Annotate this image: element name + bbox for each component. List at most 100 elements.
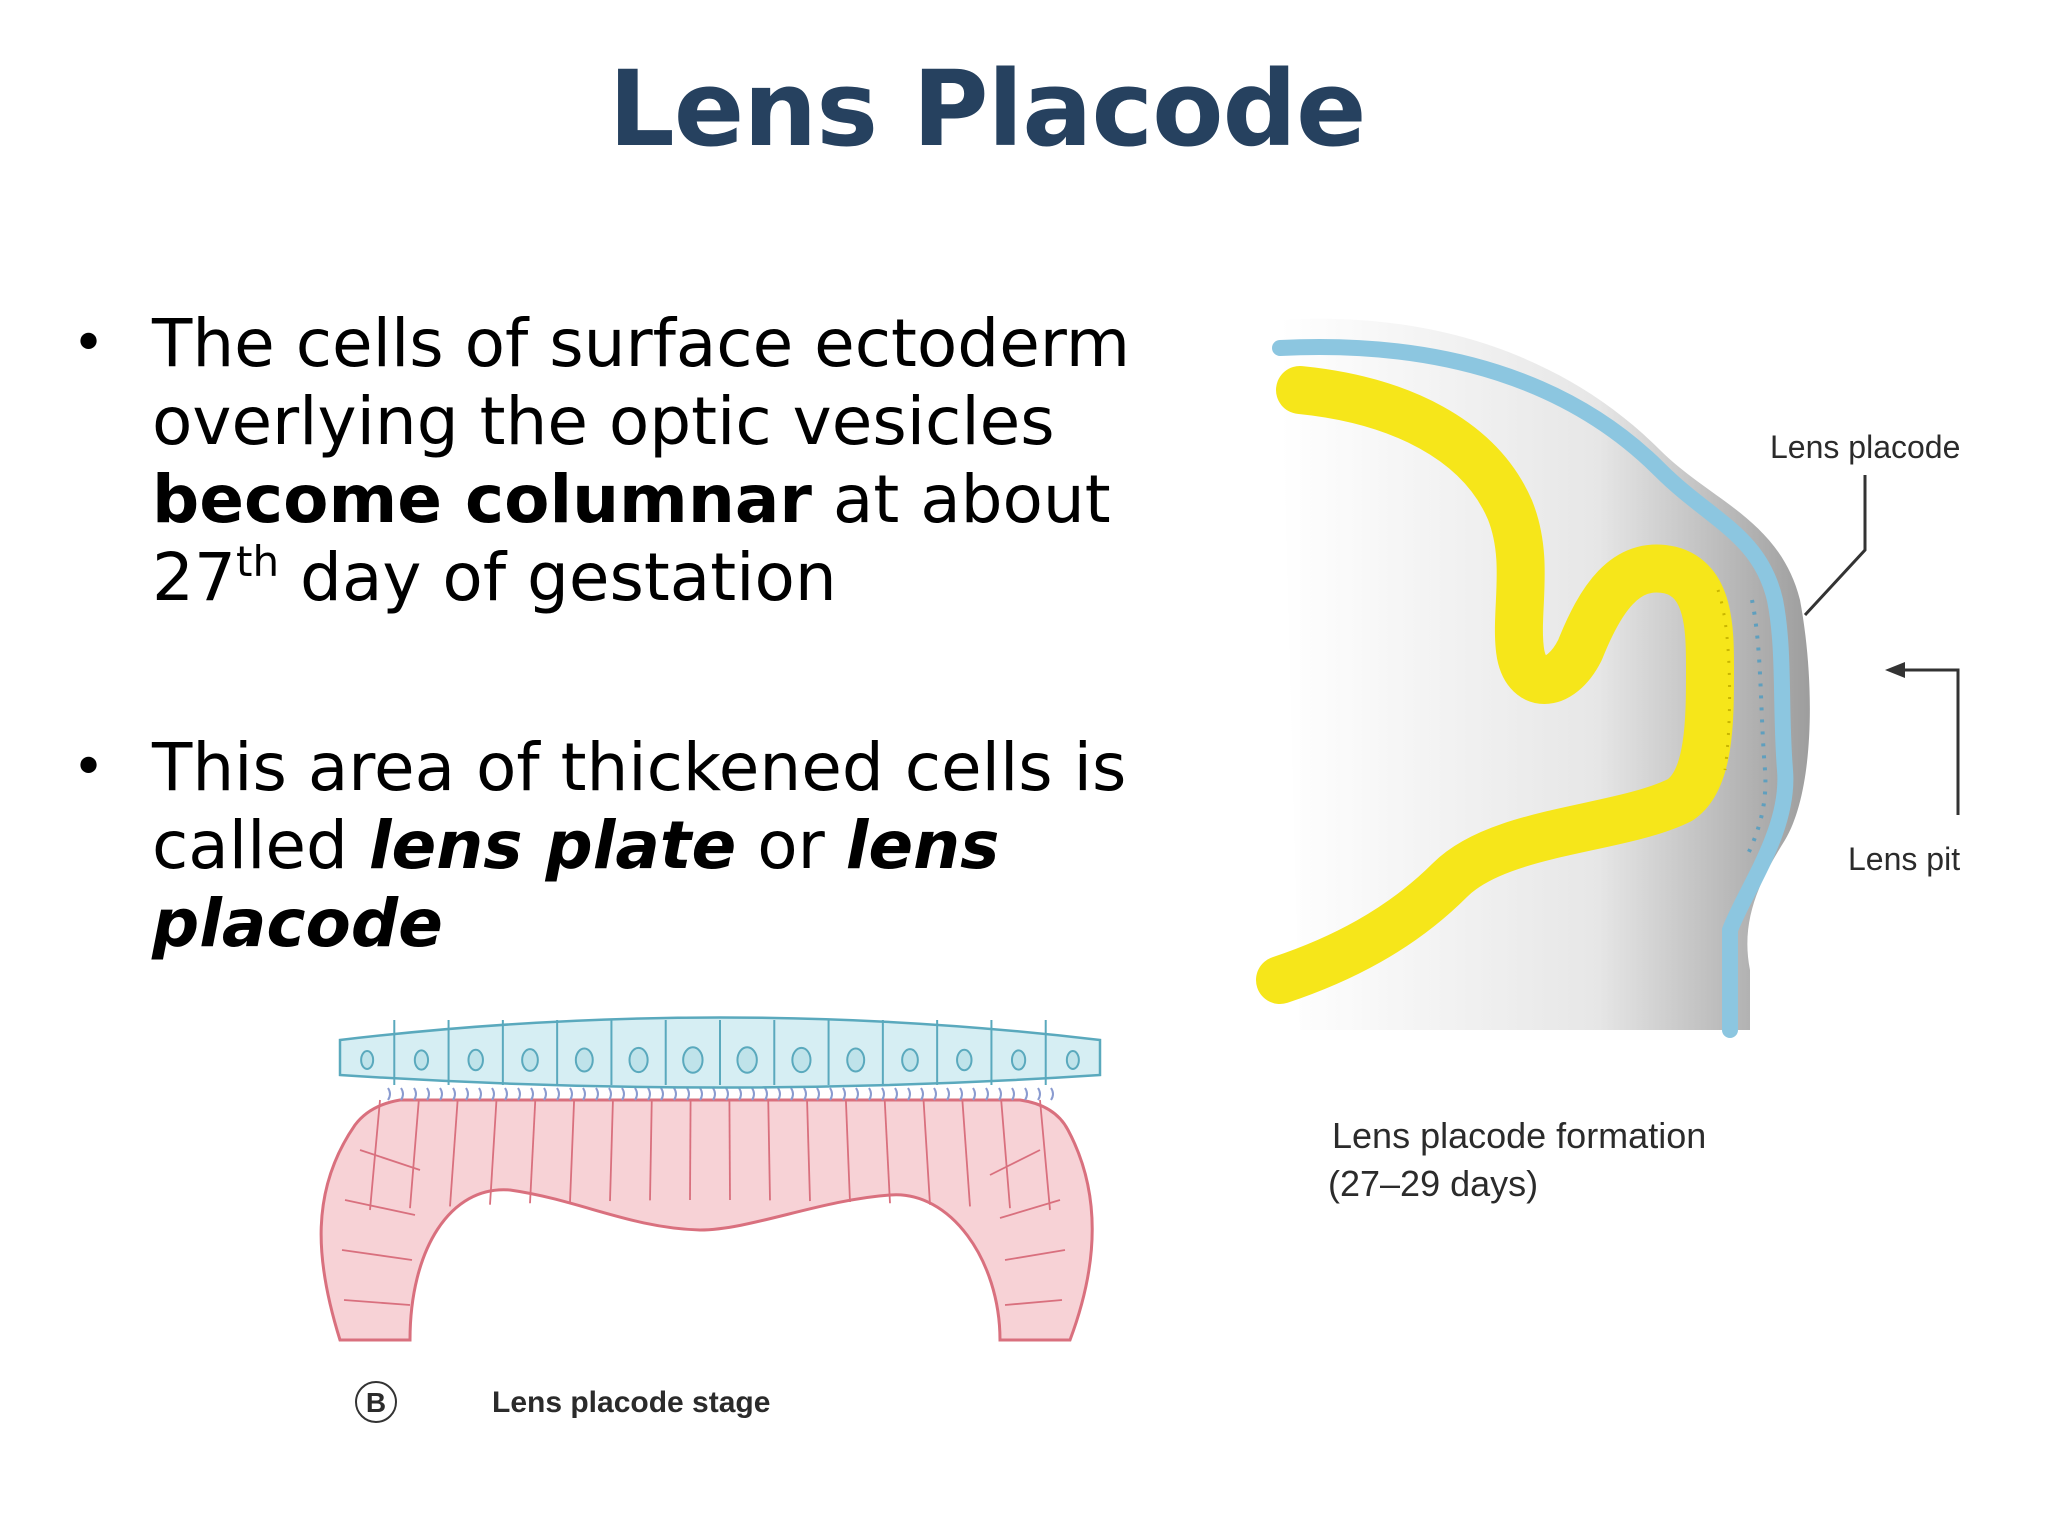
filament — [556, 1087, 560, 1101]
filament — [686, 1087, 690, 1101]
filament — [777, 1087, 781, 1101]
filament — [660, 1087, 664, 1101]
filament — [621, 1087, 625, 1101]
vesicle-cell-wall — [649, 1099, 653, 1201]
figure-letter: B — [366, 1387, 386, 1418]
ectoderm-nucleus — [574, 1047, 594, 1073]
ectoderm-nucleus — [467, 1048, 484, 1072]
vesicle-cell-wall — [1039, 1099, 1051, 1211]
vesicle-cell-wall — [767, 1099, 771, 1201]
ectoderm-nucleus — [360, 1050, 375, 1070]
filament — [972, 1087, 976, 1101]
ectoderm-cell-dots — [1743, 599, 1768, 861]
filament — [1050, 1087, 1054, 1101]
ectoderm-nucleus — [846, 1047, 866, 1073]
ectoderm-nucleus — [628, 1046, 649, 1074]
vesicle-cell-wall — [343, 1299, 411, 1306]
label-lens-pit: Lens pit — [1848, 841, 1960, 877]
filament — [1037, 1087, 1041, 1101]
vesicle-cell-wall — [883, 1099, 891, 1204]
filament — [842, 1087, 846, 1101]
vesicle-cell-wall — [689, 1099, 692, 1201]
filament — [569, 1087, 573, 1101]
filament — [491, 1087, 495, 1101]
filament — [413, 1087, 417, 1101]
bullet-symbol: • — [72, 311, 106, 376]
figure-a-caption-line1: Lens placode formation — [1332, 1115, 1706, 1156]
vesicle-cell-wall — [999, 1199, 1061, 1219]
figure-lens-placode-stage: B Lens placode stage — [319, 1016, 1102, 1423]
filament — [608, 1087, 612, 1101]
filament — [595, 1087, 599, 1101]
filament — [868, 1087, 872, 1101]
optic-vesicle-shape — [319, 1098, 1094, 1342]
ectoderm-nucleus — [956, 1048, 973, 1072]
filament — [803, 1087, 807, 1101]
filament — [673, 1087, 677, 1101]
vesicle-cell-wall — [1004, 1249, 1066, 1261]
label-lens-placode: Lens placode — [1770, 429, 1960, 465]
filament — [764, 1087, 768, 1101]
surface-ectoderm — [1272, 339, 1794, 1038]
filament — [790, 1087, 794, 1101]
filament — [439, 1087, 443, 1101]
ectoderm-nucleus — [413, 1049, 430, 1071]
optic-vesicle-neural-layer — [1256, 366, 1734, 1004]
bullet-symbol: • — [72, 735, 106, 800]
filament — [881, 1087, 885, 1101]
filament — [959, 1087, 963, 1101]
filament — [400, 1087, 404, 1101]
vesicle-cell-wall — [1004, 1299, 1063, 1306]
figure-a-caption-line2: (27–29 days) — [1328, 1163, 1538, 1204]
vesicle-cell-wall — [844, 1099, 851, 1203]
bullet-item-1: • The cells of surface ectoderm overlyin… — [72, 305, 1232, 617]
filament — [998, 1087, 1002, 1101]
filament — [582, 1087, 586, 1101]
vesicle-cell-wall — [529, 1099, 537, 1204]
bullet-2-text-mid: or — [736, 807, 846, 884]
vesicle-cell-walls — [341, 1099, 1066, 1306]
filament — [647, 1087, 651, 1101]
filament — [699, 1087, 703, 1101]
vesicle-cell-wall — [409, 1099, 420, 1209]
vesicle-cell-wall — [1000, 1099, 1011, 1209]
lens-placode-leader — [1803, 475, 1867, 617]
vesicle-cell-wall — [341, 1249, 413, 1261]
filament — [712, 1087, 716, 1101]
bullet-1-text-after: day of gestation — [279, 539, 837, 616]
ectoderm-nucleus — [521, 1048, 539, 1072]
filament — [829, 1087, 833, 1101]
vesicle-cell-wall — [728, 1099, 731, 1201]
filament — [543, 1087, 547, 1101]
filament — [985, 1087, 989, 1101]
vesicle-cell-wall — [359, 1149, 421, 1171]
ectoderm-nucleus — [1010, 1049, 1027, 1071]
filament — [816, 1087, 820, 1101]
filament — [452, 1087, 456, 1101]
bullet-2-italic-lens-plate: lens plate — [368, 807, 737, 884]
filament — [894, 1087, 898, 1101]
ectoderm-nucleus — [682, 1046, 704, 1074]
bullet-item-2: • This area of thickened cells is called… — [72, 729, 1232, 963]
vesicle-cell-wall — [961, 1099, 971, 1207]
slide-title: Lens Placode — [608, 48, 1366, 170]
filament — [1024, 1087, 1028, 1101]
ectoderm-cells — [360, 1020, 1080, 1085]
lens-pit-pointer — [1900, 668, 1960, 815]
filament — [504, 1087, 508, 1101]
arrowhead-icon — [1885, 662, 1905, 678]
connecting-filaments — [387, 1087, 1054, 1101]
filament — [478, 1087, 482, 1101]
filament — [855, 1087, 859, 1101]
vesicle-cell-wall — [989, 1149, 1041, 1176]
figure-lens-placode-formation: Lens placode Lens pit Lens placode forma… — [1256, 318, 1960, 1204]
vesicle-cell-wall — [922, 1099, 931, 1205]
filament — [725, 1087, 729, 1101]
vesicle-cell-wall — [806, 1099, 811, 1202]
filament — [517, 1087, 521, 1101]
ectoderm-nucleus — [791, 1046, 812, 1074]
filament — [1011, 1087, 1015, 1101]
ectoderm-nucleus — [736, 1046, 758, 1074]
bullet-1-text-mid: at about 27 — [152, 461, 1111, 616]
vesicle-cell-wall — [489, 1099, 498, 1205]
